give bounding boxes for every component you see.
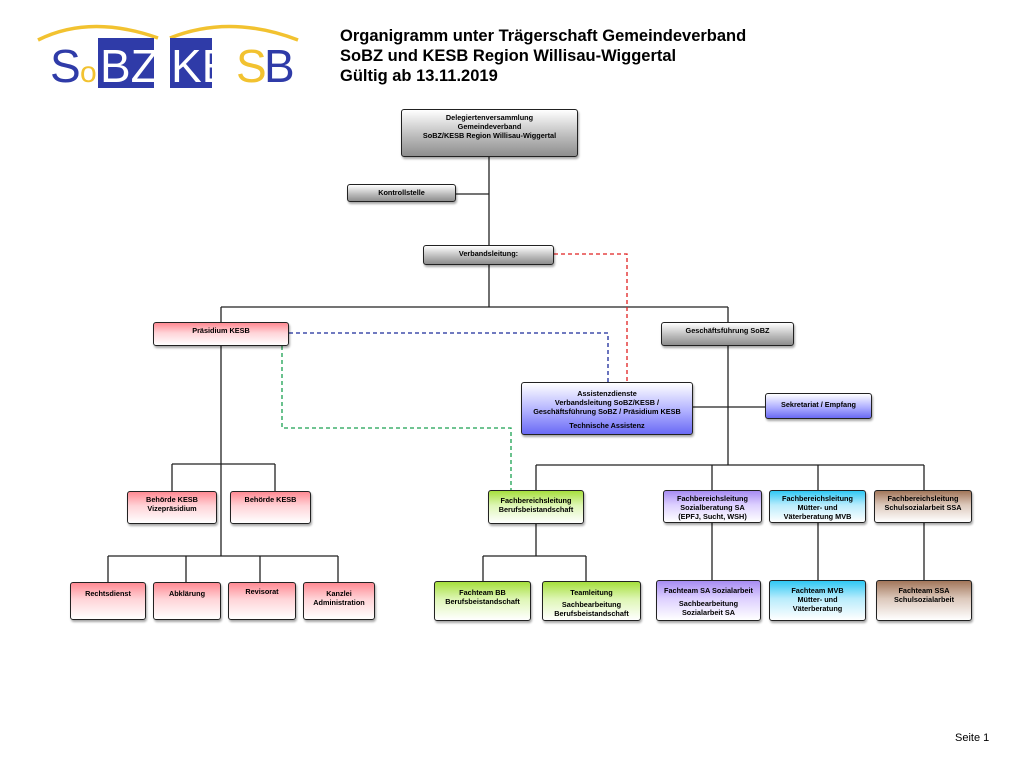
logo-text-so: S <box>50 40 81 92</box>
box-kanzlei-administration: Kanzlei Administration <box>303 582 375 620</box>
box-assistenzdienste: Assistenzdienste Verbandsleitung SoBZ/KE… <box>521 382 693 435</box>
box-fachbereichsleitung-muetter-vaeterberatung: Fachbereichsleitung Mütter- und Väterber… <box>769 490 866 523</box>
box-praesidium-kesb: Präsidium KESB <box>153 322 289 346</box>
box-fachteam-mvb: Fachteam MVB Mütter- und Väterberatung <box>769 580 866 621</box>
box-sekretariat-empfang: Sekretariat / Empfang <box>765 393 872 419</box>
logo-text-o: o <box>80 56 97 89</box>
box-kontrollstelle: Kontrollstelle <box>347 184 456 202</box>
logo-block-bz <box>98 38 154 88</box>
title-line-2: SoBZ und KESB Region Willisau-Wiggertal <box>340 47 677 65</box>
box-fachbereichsleitung-berufsbeistandschaft: Fachbereichsleitung Berufsbeistandschaft <box>488 490 584 524</box>
sobz-kesb-logo: S o BZ KE S B <box>37 24 299 92</box>
box-behoerde-kesb: Behörde KESB <box>230 491 311 524</box>
box-fachteam-sa-sozialarbeit: Fachteam SA Sozialarbeit Sachbearbeitung… <box>656 580 761 621</box>
box-behoerde-kesb-vizepraesidium: Behörde KESB Vizepräsidium <box>127 491 217 524</box>
box-geschaeftsfuehrung-sobz: Geschäftsführung SoBZ <box>661 322 794 346</box>
logo-arc-right <box>169 24 299 42</box>
logo-text-ke: KE <box>171 40 232 92</box>
box-fachteam-ssa: Fachteam SSA Schulsozialarbeit <box>876 580 972 621</box>
box-revisorat: Revisorat <box>228 582 296 620</box>
box-fachbereichsleitung-schulsozialarbeit: Fachbereichsleitung Schulsozialarbeit SS… <box>874 490 972 523</box>
box-abklaerung: Abklärung <box>153 582 221 620</box>
box-rechtsdienst: Rechtsdienst <box>70 582 146 620</box>
box-verbandsleitung: Verbandsleitung: <box>423 245 554 265</box>
box-fachteam-bb: Fachteam BB Berufsbeistandschaft <box>434 581 531 621</box>
logo-text-b: B <box>264 40 295 92</box>
title-line-1: Organigramm unter Trägerschaft Gemeindev… <box>340 27 747 45</box>
box-delegiertenversammlung: Delegiertenversammlung Gemeindeverband S… <box>401 109 578 157</box>
logo-arc-left <box>37 24 159 42</box>
logo-text-s: S <box>236 40 267 92</box>
page-number: Seite 1 <box>955 732 990 744</box>
title-line-3: Gültig ab 13.11.2019 <box>340 67 498 85</box>
logo-block-ke <box>170 38 212 88</box>
page-title: Organigramm unter Trägerschaft Gemeindev… <box>340 26 746 86</box>
logo-text-bz: BZ <box>100 40 159 92</box>
box-fachbereichsleitung-sozialberatung: Fachbereichsleitung Sozialberatung SA (E… <box>663 490 762 523</box>
box-teamleitung: Teamleitung Sachbearbeitung Berufsbeista… <box>542 581 641 621</box>
